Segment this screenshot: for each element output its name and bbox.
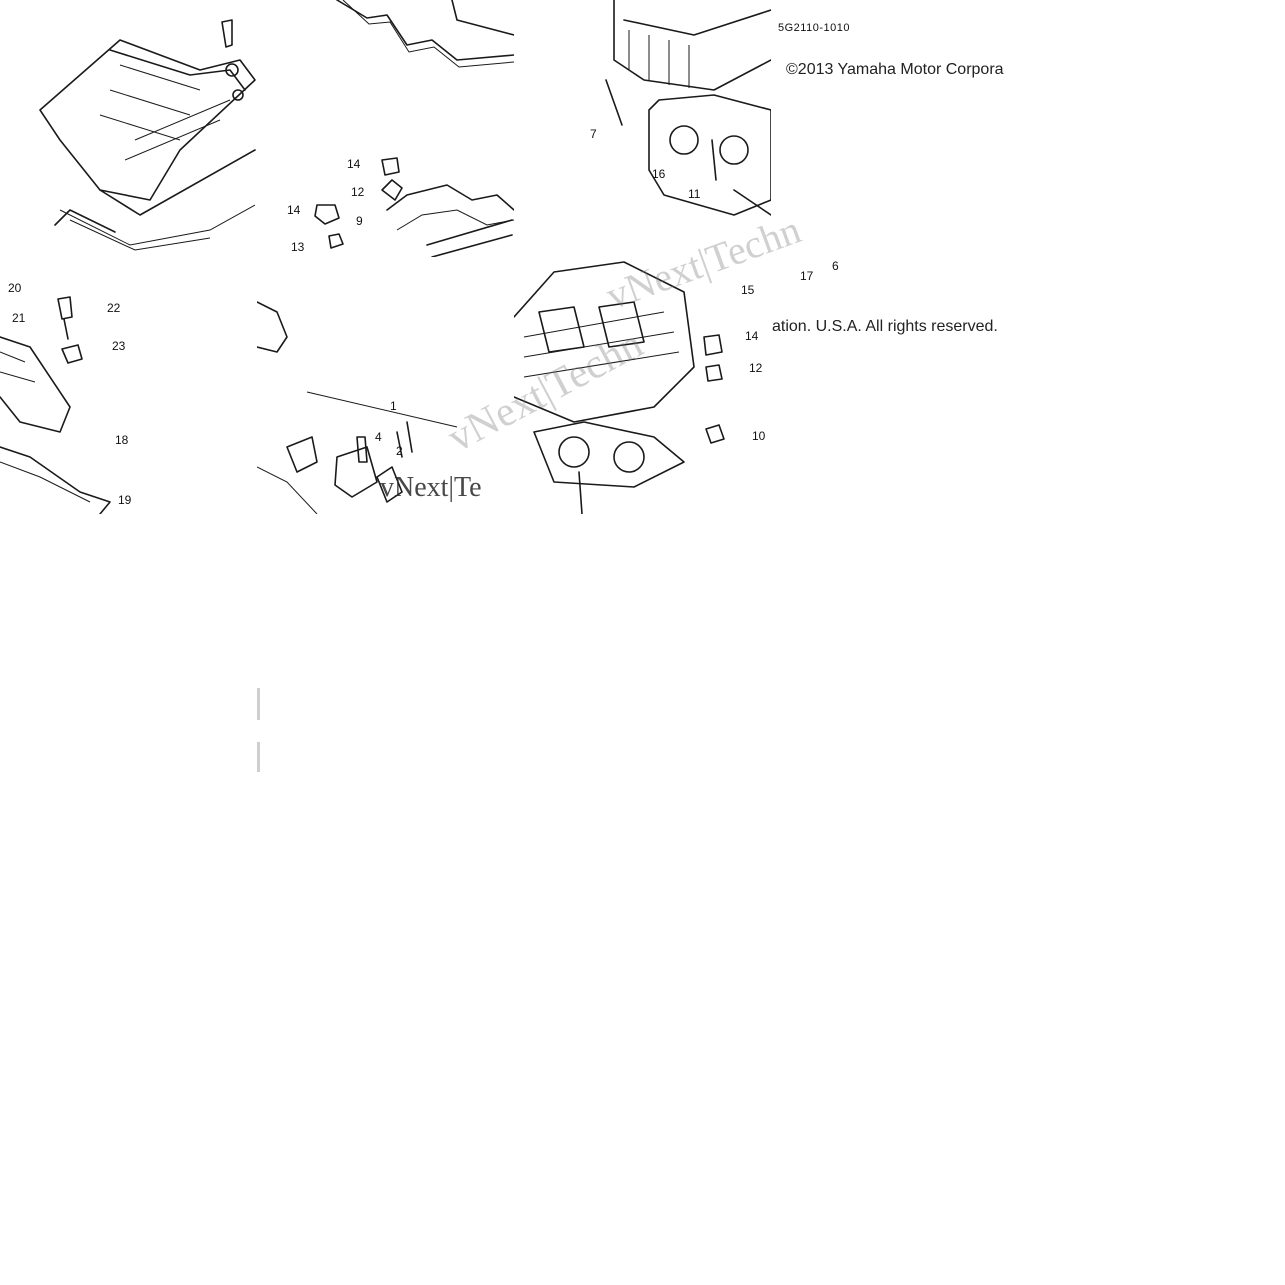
part-callout: 6 xyxy=(832,259,839,273)
part-callout: 9 xyxy=(356,214,363,228)
part-callout: 12 xyxy=(749,361,763,375)
diagram-tile-valve-cover-detail xyxy=(0,257,257,514)
part-callout: 19 xyxy=(118,493,132,507)
part-callout: 22 xyxy=(107,301,121,315)
diagram-tile-valve-cover-top xyxy=(0,0,257,257)
part-callout: 21 xyxy=(12,311,26,325)
copyright-text-line-1: ©2013 Yamaha Motor Corpora xyxy=(786,61,1004,78)
valve-cover-drawing xyxy=(39,19,256,251)
diagram-tile-cylinder-head-side xyxy=(514,257,771,514)
cylinder-head-side-drawing xyxy=(514,261,725,514)
gasket-drawing xyxy=(314,0,514,257)
part-callout: 15 xyxy=(741,283,755,297)
part-callout: 14 xyxy=(745,329,759,343)
edge-mark xyxy=(257,688,260,720)
diagram-code: 5G2110-1010 xyxy=(778,22,850,34)
part-callout: 4 xyxy=(375,430,382,444)
part-callout: 7 xyxy=(590,127,597,141)
camshaft-cap-drawing xyxy=(257,301,458,514)
part-callout: 16 xyxy=(652,167,666,181)
part-callout: 23 xyxy=(112,339,126,353)
cover-detail-drawing xyxy=(0,296,111,514)
part-callout: 14 xyxy=(287,203,301,217)
diagram-tile-cylinder-head-top xyxy=(514,0,771,257)
part-callout: 14 xyxy=(347,157,361,171)
cylinder-head-drawing xyxy=(605,0,771,216)
copyright-text-line-2: ation. U.S.A. All rights reserved. xyxy=(772,318,998,335)
part-callout: 2 xyxy=(396,444,403,458)
diagram-tile-gasket-top xyxy=(257,0,514,257)
part-callout: 13 xyxy=(291,240,305,254)
part-callout: 18 xyxy=(115,433,129,447)
part-callout: 20 xyxy=(8,281,22,295)
part-callout: 17 xyxy=(800,269,814,283)
part-callout: 11 xyxy=(688,187,701,201)
part-callout: 12 xyxy=(351,185,365,199)
diagram-tile-camshaft-cap xyxy=(257,257,514,514)
edge-mark xyxy=(257,742,260,772)
part-callout: 10 xyxy=(752,429,766,443)
part-callout: 1 xyxy=(390,399,397,413)
